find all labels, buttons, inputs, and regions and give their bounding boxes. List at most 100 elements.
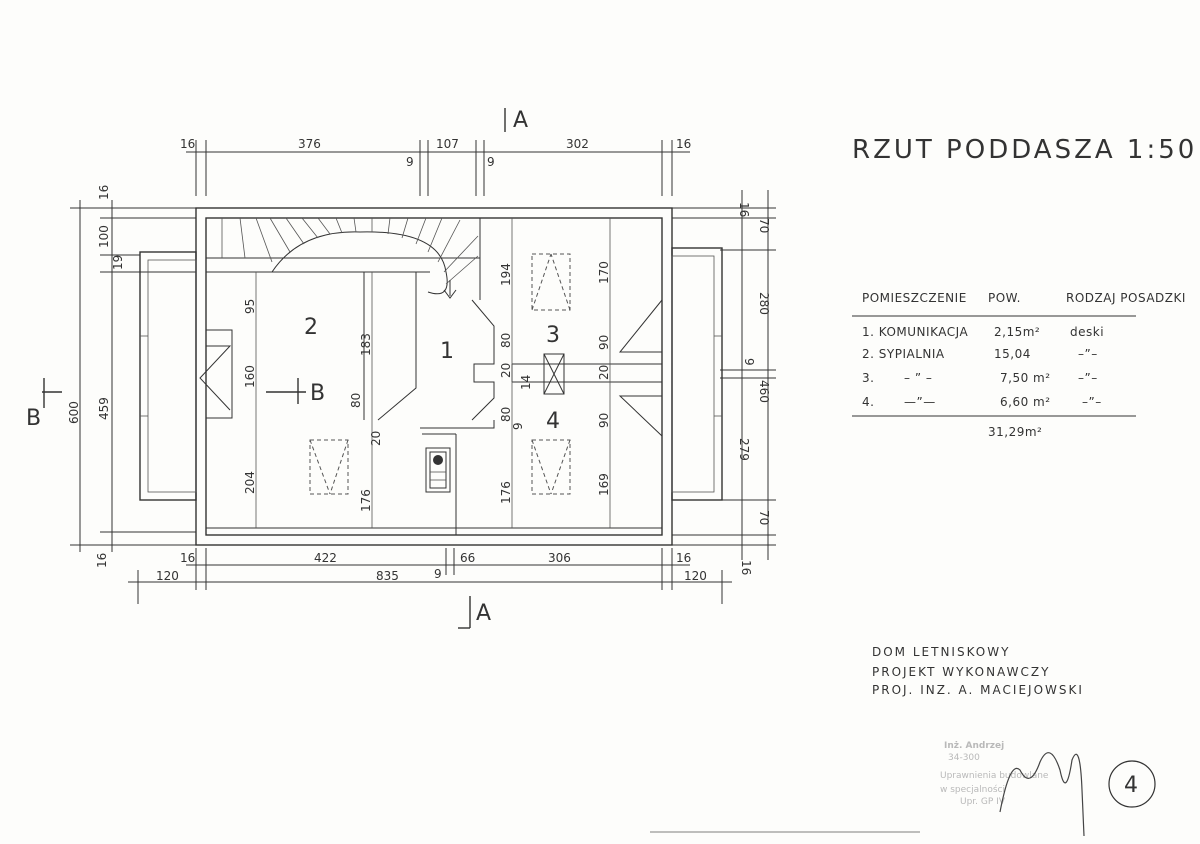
dim-top-107: 107 [436,137,459,151]
roof-window-2 [531,253,571,311]
signature [999,752,1085,837]
floor-plan: 95 183 160 80 20 204 176 194 80 20 14 9 … [139,207,723,546]
section-mark-a-top: A [504,108,528,133]
stamp-line-1: Inż. Andrzej [944,741,1004,751]
stamp-line-4: w specjalności [940,784,1005,795]
dim-inner-20b: 20 [499,363,513,378]
section-b-left-label: B [26,406,41,431]
dim-bottom-120b: 120 [684,569,707,583]
table-row-2-name: 2. SYPIALNIA [862,347,945,361]
dim-top-16b: 16 [676,137,691,151]
dim-right-460: 460 [757,380,771,403]
dim-inner-80c: 80 [499,407,513,422]
table-header-floor: RODZAJ POSADZKI [1066,291,1186,305]
dim-right-70a: 70 [757,218,771,233]
table-header-area: POW. [988,291,1021,305]
dim-inner-160: 160 [243,365,257,388]
dim-inner-80b: 80 [499,333,513,348]
note-line-2: PROJEKT WYKONAWCZY [872,665,1050,679]
dim-inner-80a: 80 [349,393,363,408]
drawing-title: RZUT PODDASZA 1:50 [852,135,1197,165]
dim-top-376: 376 [298,137,321,151]
internal-walls [363,272,662,535]
engineer-stamp: Inż. Andrzej 34-300 Uprawnienia budowlan… [940,741,1085,837]
dim-inner-176b: 176 [499,481,513,504]
roof-window-3 [531,439,571,495]
dim-right-70b: 70 [757,510,771,525]
table-row-4-name: 4. [862,395,874,409]
dim-top-9b: 9 [487,155,495,169]
dim-bottom-422: 422 [314,551,337,565]
project-notes: DOM LETNISKOWY PROJEKT WYKONAWCZY PROJ. … [872,645,1084,697]
dim-inner-20a: 20 [369,431,383,446]
table-row-3-area: 7,50 m² [1000,371,1051,385]
table-header-room: POMIESZCZENIE [862,291,967,305]
dim-left-459: 459 [97,397,111,420]
dim-left-16b: 16 [95,553,109,568]
staircase [206,217,481,300]
dim-right-16a: 16 [737,202,751,217]
page-number: 4 [1124,773,1138,798]
dim-inner-90b: 90 [597,413,611,428]
dim-bottom-835: 835 [376,569,399,583]
dim-bottom-66: 66 [460,551,475,565]
dim-right-16b: 16 [739,560,753,575]
dim-bottom-16b: 16 [676,551,691,565]
dim-bottom-16a: 16 [180,551,195,565]
section-mark-b-mid: B [266,378,325,406]
table-row-3-sub: – ” – [904,371,932,385]
dim-bottom-120a: 120 [156,569,179,583]
dim-inner-90a: 90 [597,335,611,350]
room-number-4: 4 [546,409,560,434]
dim-left-16a: 16 [97,185,111,200]
dim-top-302: 302 [566,137,589,151]
dim-bottom-306: 306 [548,551,571,565]
room-number-2: 2 [304,315,318,340]
table-row-2-area: 15,04 [994,347,1031,361]
section-a-top-label: A [513,108,528,133]
dim-right-279: 279 [737,438,751,461]
table-row-4-area: 6,60 m² [1000,395,1051,409]
room-schedule-table: POMIESZCZENIE POW. RODZAJ POSADZKI 1. KO… [852,291,1186,439]
dim-inner-194: 194 [499,263,513,286]
dim-right-9: 9 [742,358,756,366]
roof-window-1 [309,439,349,495]
dim-left-100: 100 [97,225,111,248]
table-row-1-area: 2,15m² [994,325,1040,339]
dim-inner-9: 9 [511,422,525,430]
right-dormer [618,247,723,501]
dim-top-9a: 9 [406,155,414,169]
dim-inner-183: 183 [359,333,373,356]
table-row-4-sub: —”— [904,395,936,409]
section-mark-b-left: B [26,378,62,431]
left-dimension-chain: 16 100 19 600 459 16 [67,185,196,568]
table-row-4-floor: –”– [1082,395,1102,409]
dim-bottom-9: 9 [434,567,442,581]
top-dimension-chain: 16 376 9 107 9 302 16 [180,137,691,196]
dim-inner-95: 95 [243,299,257,314]
stamp-line-3: Uprawnienia budowlane [940,771,1049,781]
section-a-bottom-label: A [476,601,491,626]
dim-inner-20c: 20 [597,365,611,380]
dim-inner-14: 14 [519,375,533,390]
left-dormer [139,251,233,501]
section-mark-a-bottom: A [458,596,491,629]
room-number-3: 3 [546,323,560,348]
stamp-line-5: Upr. GP IV [960,797,1006,807]
table-row-1-name: 1. KOMUNIKACJA [862,325,968,339]
chimney [425,447,451,493]
table-row-2-floor: –”– [1078,347,1098,361]
dim-left-19: 19 [111,255,125,270]
table-row-3-floor: –”– [1078,371,1098,385]
table-total: 31,29m² [988,425,1042,439]
note-line-3: PROJ. INZ. A. MACIEJOWSKI [872,683,1084,697]
dim-inner-169: 169 [597,473,611,496]
dim-left-600: 600 [67,401,81,424]
room-number-1: 1 [440,339,454,364]
table-row-1-floor: deski [1070,325,1104,339]
page-number-badge: 4 [1108,760,1156,808]
table-row-3-name: 3. [862,371,874,385]
note-line-1: DOM LETNISKOWY [872,645,1010,659]
dim-top-16a: 16 [180,137,195,151]
